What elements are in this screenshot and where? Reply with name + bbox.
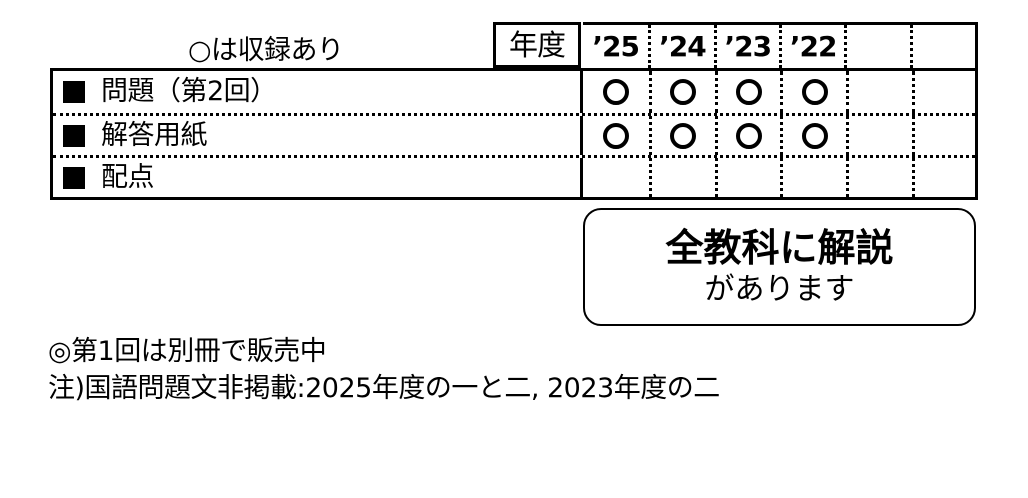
circle-mark-icon (602, 122, 629, 149)
table-cell (583, 116, 649, 155)
table-cell (911, 116, 978, 155)
circle-mark-icon (735, 79, 762, 105)
filled-square-icon (63, 124, 85, 147)
footnotes: ◎第1回は別冊で販売中 注)国語問題文非掲載:2025年度の一と二, 2023年… (48, 333, 720, 407)
callout-headline: 全教科に解説 (665, 226, 894, 270)
row-label-text: 解答用紙 (101, 119, 208, 151)
row-cells (583, 158, 978, 197)
year-column-header: ’22 (779, 25, 844, 68)
year-column-header: ’24 (648, 25, 713, 68)
circle-mark-icon (735, 122, 762, 149)
year-column-header: ’25 (592, 29, 640, 63)
row-label-text: 配点 (101, 161, 155, 193)
table-cell (648, 116, 715, 155)
row-cells (583, 71, 978, 113)
table-row: 配点 (53, 155, 975, 197)
table-row: 問題（第2回） (53, 71, 975, 113)
row-label: 解答用紙 (53, 116, 583, 155)
circle-mark-icon (801, 122, 828, 149)
filled-square-icon (63, 166, 85, 189)
year-columns-header: ’25 ’24 ’23 ’22 (583, 22, 978, 68)
table-cell (780, 158, 846, 197)
table-cell (648, 71, 715, 113)
table-cell (714, 71, 781, 113)
circle-mark-icon (801, 79, 828, 105)
table-cell (780, 116, 846, 155)
row-label-text: 問題（第2回） (101, 76, 277, 107)
table-cell (780, 71, 846, 113)
row-label: 問題（第2回） (53, 71, 583, 113)
year-column-header (909, 25, 975, 68)
footnote-line: 注)国語問題文非掲載:2025年度の一と二, 2023年度の二 (48, 373, 720, 404)
table-cell (583, 158, 649, 197)
row-cells (583, 116, 978, 155)
table-cell (583, 71, 649, 113)
filled-square-icon (63, 81, 85, 103)
table-cell (846, 158, 912, 197)
year-header-label: 年度 (508, 27, 566, 62)
year-column-header: ’23 (713, 25, 779, 68)
table-cell (714, 158, 781, 197)
table-cell (846, 71, 912, 113)
table-cell (846, 116, 912, 155)
circle-mark-icon (670, 122, 697, 149)
year-header-cell: 年度 (493, 22, 581, 68)
table-cell (911, 71, 978, 113)
circle-mark-icon (602, 79, 629, 105)
contents-table: 問題（第2回） 解答用紙 配点 (50, 68, 978, 200)
legend-text: ○は収録あり (188, 35, 344, 66)
table-cell (714, 116, 781, 155)
table-row: 解答用紙 (53, 113, 975, 155)
callout-box: 全教科に解説 があります (583, 208, 976, 326)
table-cell (911, 158, 978, 197)
circle-mark-icon (670, 79, 697, 105)
table-cell (648, 158, 715, 197)
callout-subline: があります (704, 272, 855, 307)
row-label: 配点 (53, 158, 583, 197)
footnote-line: ◎第1回は別冊で販売中 (48, 336, 327, 367)
year-column-header (844, 25, 909, 68)
